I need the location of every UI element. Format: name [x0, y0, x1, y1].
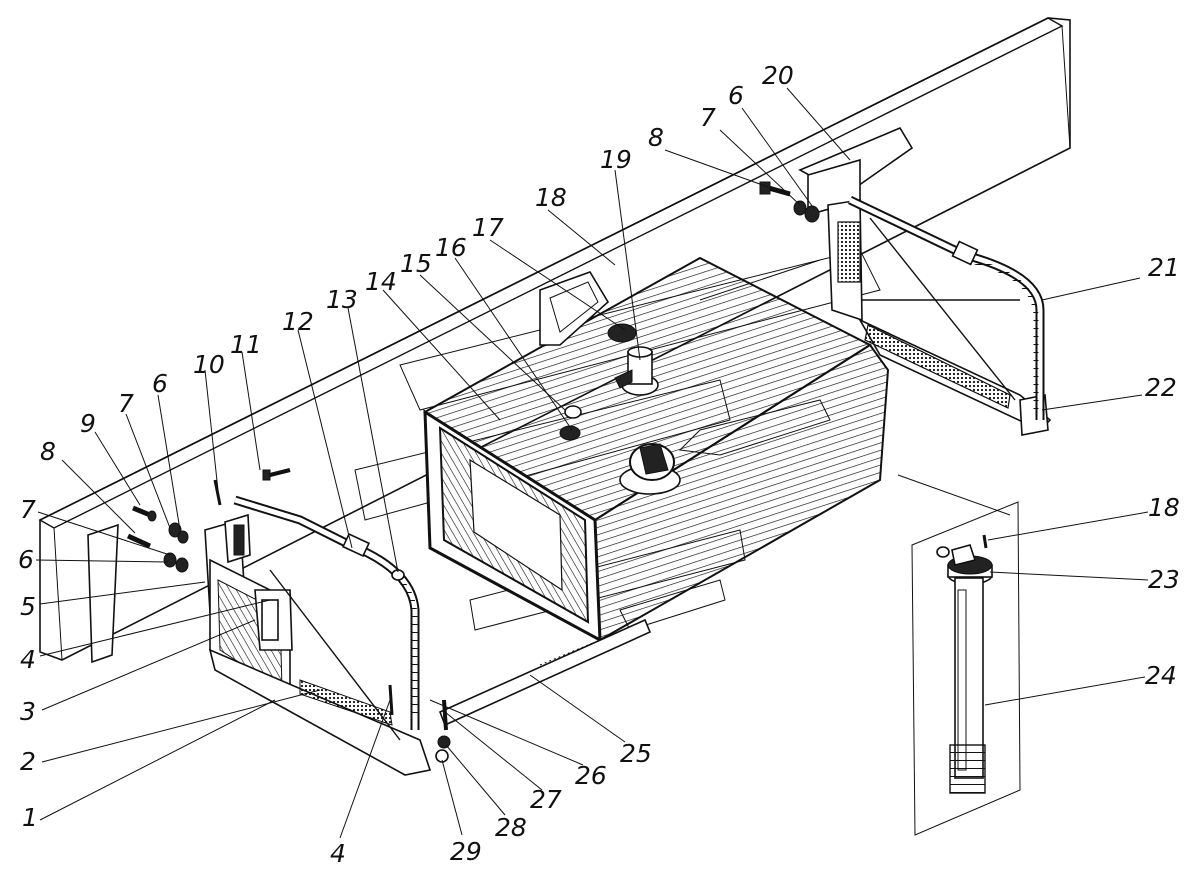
rear-bracket-assembly — [798, 126, 1052, 436]
front-bracket-assembly — [204, 513, 432, 776]
callout-19: 19 — [600, 145, 632, 174]
callout-26: 26 — [575, 761, 607, 790]
callout-20: 20 — [762, 61, 794, 90]
callout-7: 7 — [118, 389, 134, 418]
bottom-support-strip — [438, 618, 652, 727]
callout-12: 12 — [282, 307, 314, 336]
callout-29: 29 — [450, 837, 482, 866]
callout-15: 15 — [400, 249, 432, 278]
callout-16: 16 — [435, 233, 467, 262]
callout-1: 1 — [22, 803, 38, 832]
callout-22: 22 — [1145, 373, 1177, 402]
callout-27: 27 — [530, 785, 562, 814]
leader-lines — [35, 87, 1149, 839]
callout-28: 28 — [495, 813, 527, 842]
rear-bolt-set — [759, 181, 820, 223]
front-bolt-set — [126, 468, 394, 716]
callout-labels: 1 2 3 4 4 5 6 6 6 7 7 7 8 8 9 10 11 12 1… — [18, 61, 1180, 868]
callout-10: 10 — [193, 350, 225, 379]
callout-4: 4 — [330, 839, 346, 868]
callout-5: 5 — [20, 592, 36, 621]
callout-9: 9 — [80, 409, 96, 438]
callout-23: 23 — [1148, 565, 1180, 594]
callout-17: 17 — [472, 213, 504, 242]
callout-25: 25 — [620, 739, 652, 768]
callout-18: 18 — [535, 183, 567, 212]
breather-valve — [607, 323, 637, 343]
rear-strap — [848, 195, 1045, 420]
callout-11: 11 — [230, 330, 262, 359]
callout-21: 21 — [1148, 253, 1180, 282]
callout-3: 3 — [20, 697, 36, 726]
callout-2: 2 — [20, 747, 36, 776]
callout-6: 6 — [728, 81, 744, 110]
front-bracket-base — [208, 648, 432, 776]
sensor-inset-panel — [911, 501, 1021, 836]
callout-8: 8 — [40, 437, 56, 466]
callout-7: 7 — [700, 103, 716, 132]
callout-8: 8 — [648, 123, 664, 152]
callout-14: 14 — [365, 267, 397, 296]
callout-6: 6 — [152, 369, 168, 398]
callout-24: 24 — [1145, 661, 1177, 690]
callout-4: 4 — [20, 645, 36, 674]
callout-7: 7 — [20, 495, 36, 524]
callout-18: 18 — [1148, 493, 1180, 522]
fuel-level-sensor — [936, 534, 993, 794]
callout-6: 6 — [18, 545, 34, 574]
tank-mounting-lug — [539, 271, 610, 346]
front-strap — [233, 495, 420, 730]
callout-13: 13 — [326, 285, 358, 314]
drain-plug — [559, 405, 582, 441]
left-frame-bracket-plate — [87, 523, 119, 664]
bottom-bolt-set — [435, 699, 451, 763]
filler-neck-cap — [619, 443, 681, 495]
